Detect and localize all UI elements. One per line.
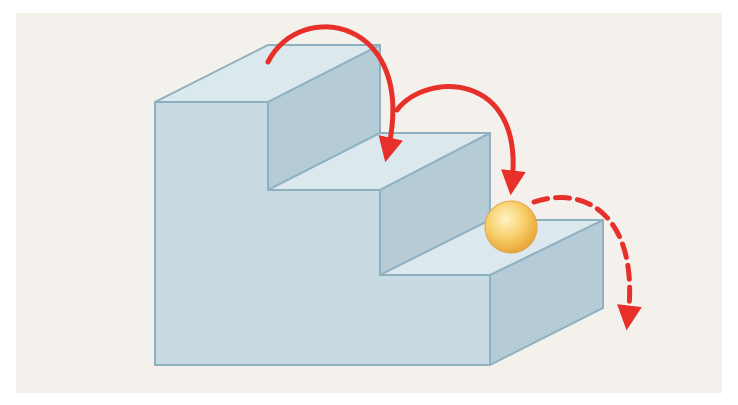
hop-arrow-step-1: [265, 24, 403, 163]
ball: [484, 200, 538, 254]
diagram-panel: [16, 13, 722, 393]
three-step-staircase: [154, 44, 604, 366]
step-top-surface-3: [379, 219, 604, 276]
fall-arrow-dashed: [531, 195, 642, 331]
hop-arrow-step-2: [394, 84, 526, 196]
staircase-diagram: [16, 13, 722, 393]
